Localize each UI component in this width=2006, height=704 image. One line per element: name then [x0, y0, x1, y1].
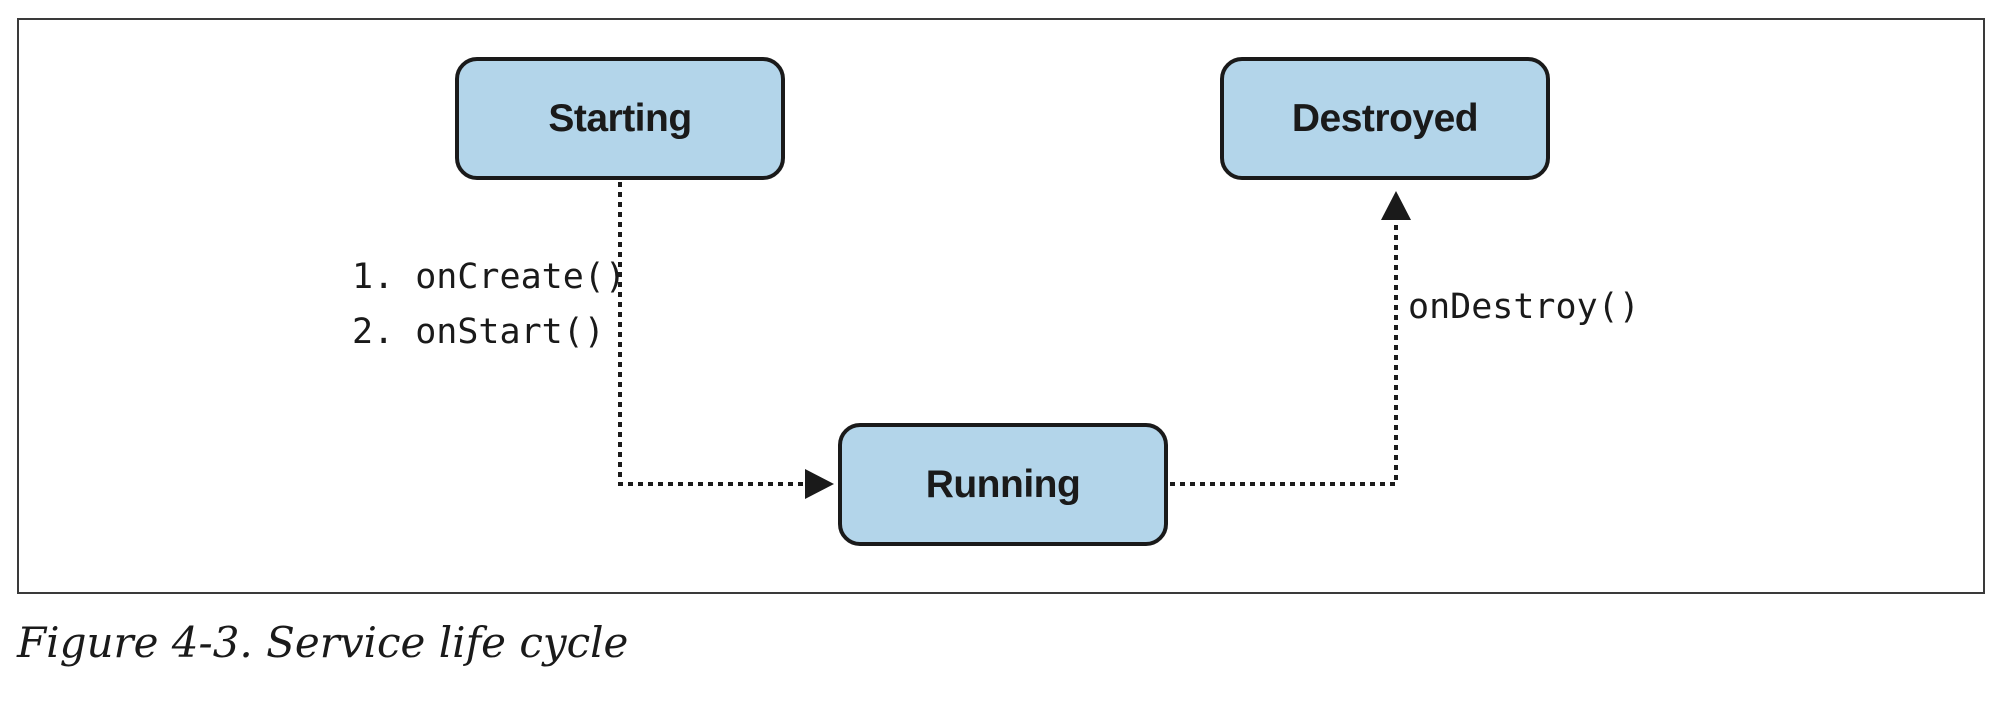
arrow-starting-to-running [618, 182, 808, 486]
transition-label-oncreate: 1. onCreate() [352, 257, 626, 297]
diagram-frame [17, 18, 1985, 594]
transition-label-create-start: 1. onCreate() 2. onStart() [352, 250, 626, 360]
state-destroyed-label: Destroyed [1291, 96, 1479, 140]
arrow-running-to-destroyed [1170, 222, 1398, 486]
arrowhead-into-running [805, 469, 834, 499]
transition-label-ondestroy: onDestroy() [1408, 287, 1640, 327]
arrowhead-into-destroyed [1381, 191, 1411, 220]
figure-caption: Figure 4-3. Service life cycle [17, 618, 629, 667]
state-running-label: Running [925, 462, 1081, 506]
state-destroyed: Destroyed [1220, 57, 1550, 180]
state-starting-label: Starting [548, 96, 692, 140]
state-running: Running [838, 423, 1168, 546]
state-starting: Starting [455, 57, 785, 180]
transition-label-onstart: 2. onStart() [352, 312, 605, 352]
